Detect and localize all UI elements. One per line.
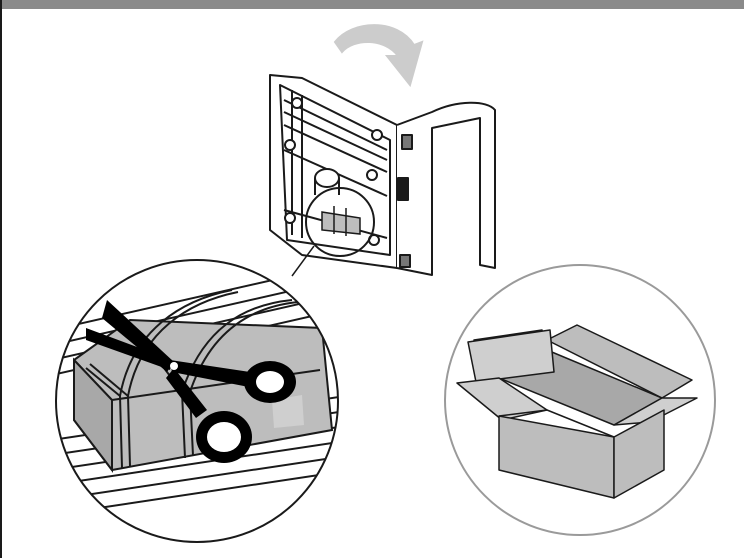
rotate-arrow-icon	[333, 24, 424, 88]
header-bar-fill	[2, 0, 744, 9]
scissors-icon	[86, 300, 296, 463]
device-rear-view	[269, 74, 496, 276]
detail-callout-large	[55, 259, 339, 543]
cardboard-box-icon	[456, 324, 698, 499]
open-cardboard-box-callout	[444, 264, 716, 536]
detail-callout-small	[305, 187, 375, 257]
callout-connector	[291, 245, 315, 277]
